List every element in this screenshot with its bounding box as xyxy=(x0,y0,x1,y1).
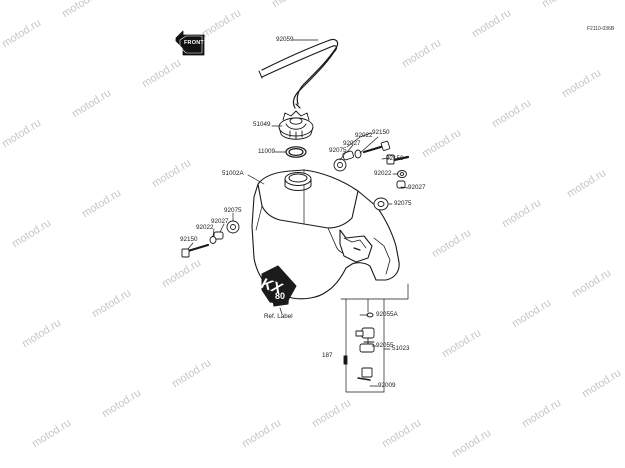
front-arrow-label: FRONT xyxy=(184,40,204,46)
ref-label-pointer xyxy=(279,307,283,315)
part-label-51023: 51023 xyxy=(392,345,410,352)
leader-lines xyxy=(187,39,409,393)
drawing-code: F2110-036B xyxy=(587,26,615,32)
fuel-hose xyxy=(258,38,339,109)
part-label-11009: 11009 xyxy=(258,148,276,155)
part-label-92022-top: 92022 xyxy=(355,132,373,139)
ref-label: Ref. Label xyxy=(264,313,293,320)
front-arrow-icon xyxy=(175,30,205,56)
part-label-92059: 92059 xyxy=(276,36,294,43)
mount-hardware-top xyxy=(333,140,391,172)
part-label-92150-left: 92150 xyxy=(180,236,198,243)
fuel-cock xyxy=(343,312,375,381)
part-label-92009: 92009 xyxy=(378,382,396,389)
part-label-92075-right: 92075 xyxy=(394,200,412,207)
mount-hardware-right xyxy=(373,154,410,211)
part-label-92055A: 92055A xyxy=(376,311,398,318)
filler-cap xyxy=(278,110,314,140)
part-label-51049: 51049 xyxy=(253,121,271,128)
part-label-92027-top: 92027 xyxy=(343,140,361,147)
part-label-92150-right: 92150 xyxy=(386,155,404,162)
part-label-92022-right: 92022 xyxy=(374,170,392,177)
fuel-tank xyxy=(251,169,400,300)
kx-decal xyxy=(261,265,297,307)
filler-neck xyxy=(284,172,312,191)
part-label-92055: 92055 xyxy=(376,342,394,349)
part-label-92150-top: 92150 xyxy=(372,129,390,136)
part-label-187: 187 xyxy=(322,352,333,359)
part-label-92075-left: 92075 xyxy=(224,207,242,214)
cap-gasket xyxy=(285,146,307,158)
part-label-92022-left: 92022 xyxy=(196,224,214,231)
part-label-92027-right: 92027 xyxy=(408,184,426,191)
part-label-92075-top: 92075 xyxy=(329,147,347,154)
part-label-92027-left: 92027 xyxy=(211,218,229,225)
part-label-51002A: 51002A xyxy=(222,170,244,177)
tank-decal-80: 80 xyxy=(275,291,286,301)
